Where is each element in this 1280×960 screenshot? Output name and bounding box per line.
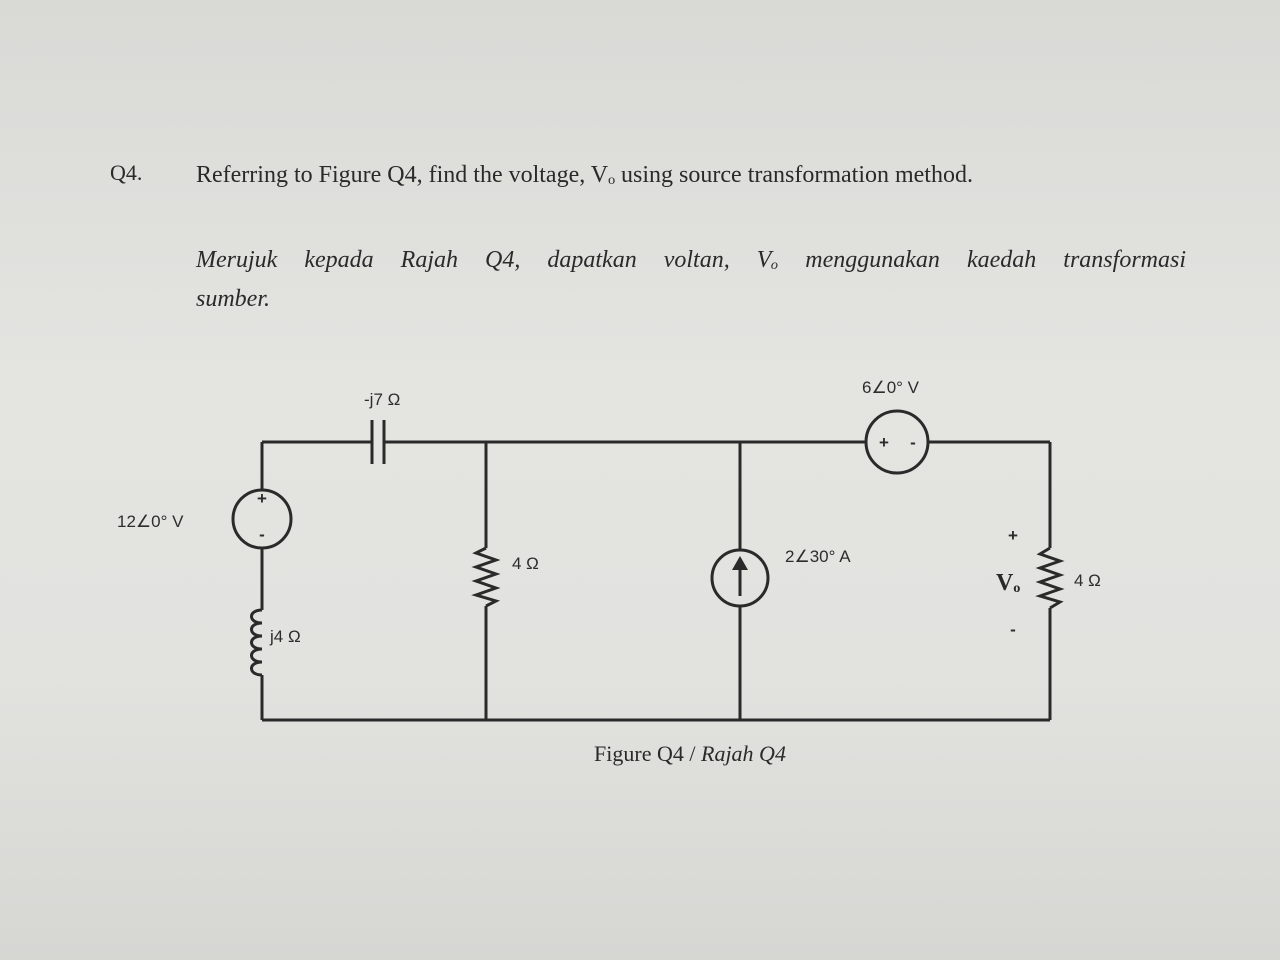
output-voltage-label: Vₒ bbox=[996, 570, 1020, 596]
output-minus: - bbox=[1010, 620, 1016, 639]
voltage-source-left-minus: - bbox=[259, 525, 265, 544]
resistor-middle-symbol bbox=[471, 546, 501, 608]
capacitor-symbol bbox=[370, 420, 386, 464]
current-source bbox=[710, 548, 770, 608]
voltage-source-top-minus: - bbox=[910, 433, 916, 452]
inductor-symbol bbox=[250, 608, 263, 677]
figure-caption: Figure Q4 / Rajah Q4 bbox=[0, 741, 1280, 767]
voltage-source-left bbox=[231, 488, 293, 550]
voltage-source-top bbox=[864, 409, 930, 475]
question-text-malay-line1: Merujuk kepada Rajah Q4, dapatkan voltan… bbox=[196, 247, 1186, 273]
current-source-label: 2∠30° A bbox=[785, 547, 851, 566]
source-voltage-left-label: 12∠0° V bbox=[117, 512, 184, 531]
output-plus: + bbox=[1008, 526, 1018, 545]
inductor-label: j4 Ω bbox=[269, 627, 301, 646]
question-text-english: Referring to Figure Q4, find the voltage… bbox=[196, 162, 973, 188]
source-voltage-top-label: 6∠0° V bbox=[862, 378, 920, 397]
voltage-source-top-plus: + bbox=[879, 433, 889, 452]
current-arrow-head bbox=[732, 556, 748, 570]
figure-caption-english: Figure Q4 bbox=[594, 741, 684, 766]
question-text-malay-line2: sumber. bbox=[196, 286, 271, 312]
resistor-right-symbol bbox=[1035, 546, 1065, 610]
resistor-right-label: 4 Ω bbox=[1074, 571, 1101, 590]
question-number: Q4. bbox=[110, 160, 143, 185]
resistor-middle-label: 4 Ω bbox=[512, 554, 539, 573]
figure-caption-separator: / bbox=[683, 741, 701, 766]
figure-caption-malay: Rajah Q4 bbox=[701, 741, 786, 766]
voltage-source-left-plus: + bbox=[257, 489, 267, 508]
capacitor-label: -j7 Ω bbox=[364, 390, 400, 409]
